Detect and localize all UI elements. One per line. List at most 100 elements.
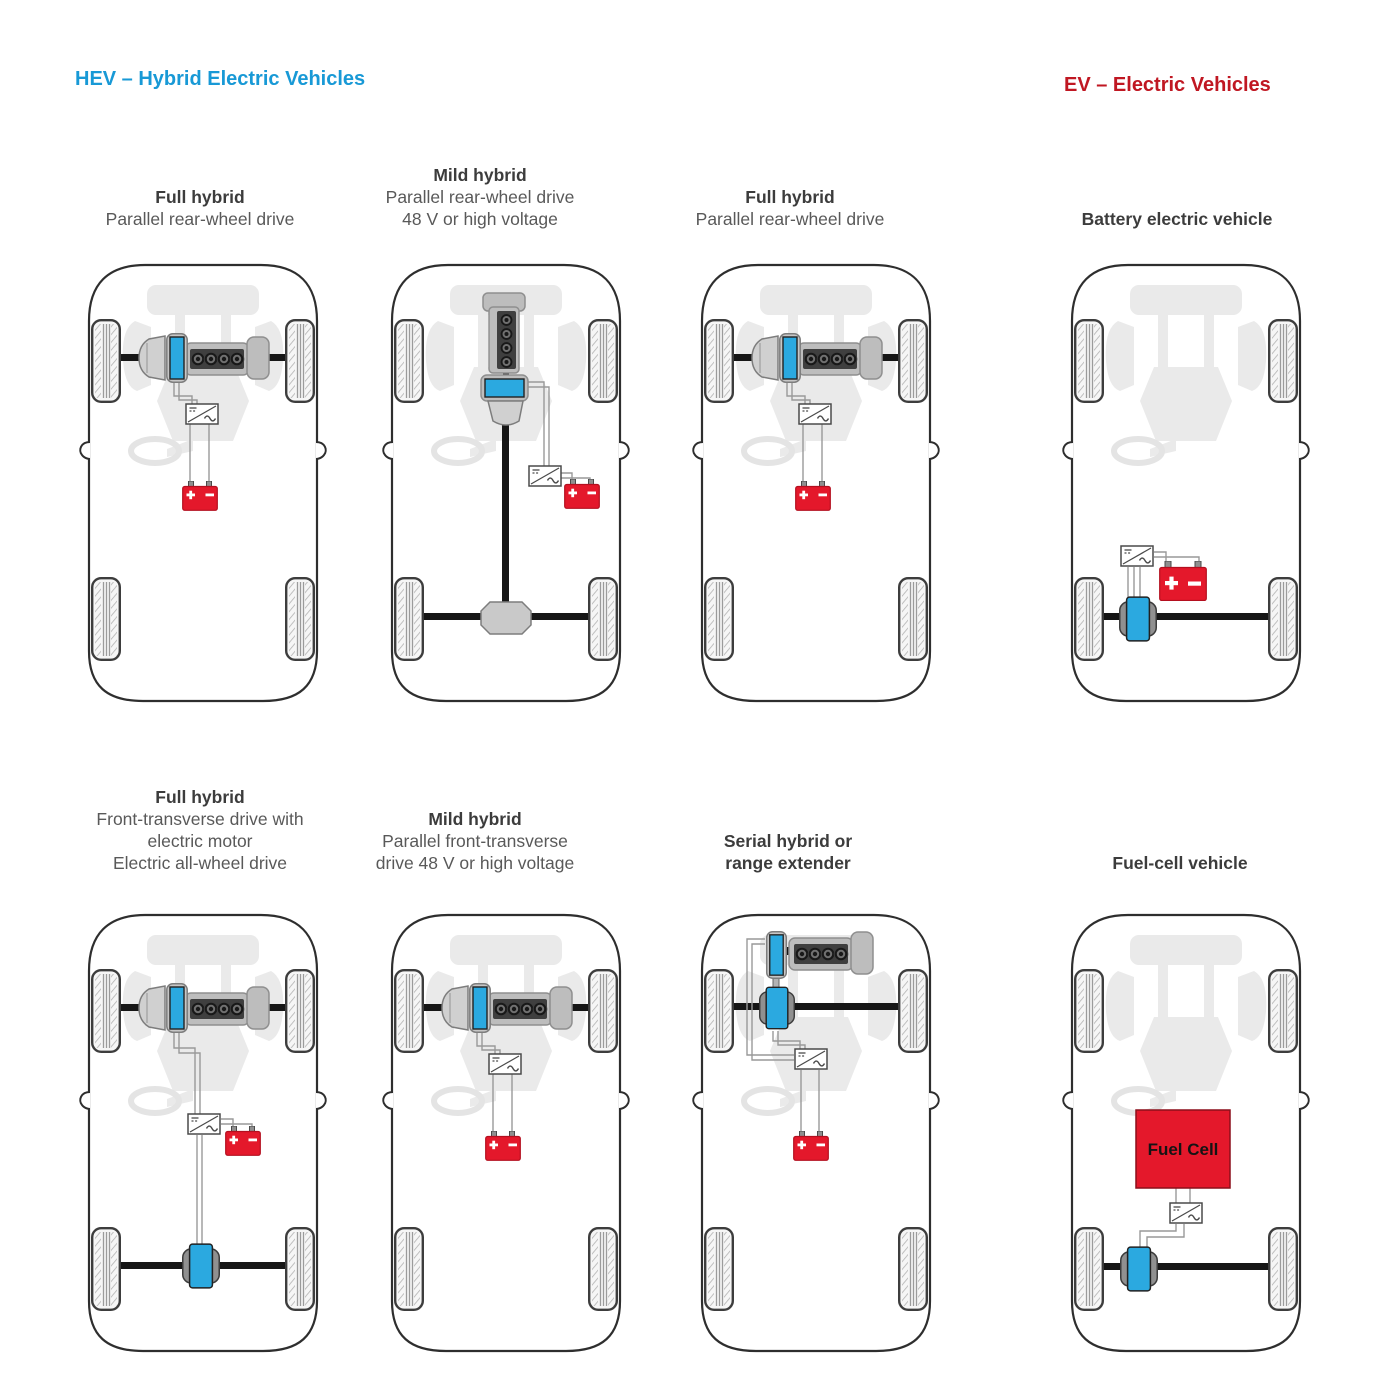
power-cable bbox=[1139, 1224, 1177, 1247]
car-diagram-full-hybrid-awd bbox=[79, 913, 327, 1353]
vehicle-label-mild-hybrid-2: Mild hybrid Parallel front-transverse dr… bbox=[325, 772, 625, 874]
power-cable bbox=[791, 379, 811, 405]
car-diagram-full-hybrid-1 bbox=[79, 263, 327, 703]
driveshaft bbox=[502, 423, 509, 605]
inverter-icon bbox=[488, 1053, 522, 1075]
transmission-icon bbox=[487, 400, 524, 426]
power-cable bbox=[178, 1029, 201, 1114]
vehicle-title: Full hybrid bbox=[155, 187, 245, 207]
power-cable bbox=[221, 1118, 234, 1128]
front-axle bbox=[732, 1003, 900, 1010]
wheel-icon bbox=[588, 577, 618, 661]
inverter-icon bbox=[1169, 1202, 1203, 1224]
wheel-icon bbox=[285, 319, 315, 403]
power-cable bbox=[777, 1031, 806, 1049]
vehicle-title: Battery electric vehicle bbox=[1081, 209, 1273, 229]
inverter-icon bbox=[794, 1048, 828, 1070]
power-cable bbox=[528, 381, 545, 468]
car-diagram-bev bbox=[1062, 263, 1310, 703]
electric-motor-icon bbox=[480, 374, 529, 402]
axle-shaft bbox=[570, 1004, 590, 1011]
rear-axle bbox=[1102, 1263, 1270, 1270]
vehicle-subtitle: Parallel rear-wheel drive bbox=[385, 187, 575, 207]
axle-shaft bbox=[119, 1004, 140, 1011]
wheel-icon bbox=[91, 577, 121, 661]
car-diagram-mild-hybrid-2 bbox=[382, 913, 630, 1353]
engine-icon bbox=[482, 292, 526, 374]
hev-section-title: HEV – Hybrid Electric Vehicles bbox=[75, 68, 366, 90]
inverter-icon bbox=[798, 403, 832, 425]
wheel-icon bbox=[91, 319, 121, 403]
vehicle-label-mild-hybrid-1: Mild hybrid Parallel rear-wheel drive 48… bbox=[330, 138, 630, 230]
vehicle-subtitle: drive 48 V or high voltage bbox=[375, 853, 575, 873]
ev-section-title: EV – Electric Vehicles bbox=[1064, 74, 1271, 96]
wheel-icon bbox=[394, 1227, 424, 1311]
power-cable bbox=[528, 386, 550, 468]
fuel-cell-box: Fuel Cell bbox=[1135, 1109, 1231, 1189]
vehicle-subtitle: Parallel rear-wheel drive bbox=[695, 209, 885, 229]
vehicle-label-bev: Battery electric vehicle bbox=[1027, 138, 1327, 230]
wheel-icon bbox=[1268, 319, 1298, 403]
vehicle-subtitle: Parallel rear-wheel drive bbox=[105, 209, 295, 229]
rear-axle bbox=[1102, 613, 1270, 620]
engine-icon bbox=[788, 931, 874, 975]
axle-shaft bbox=[880, 354, 900, 361]
wheel-icon bbox=[704, 577, 734, 661]
axle-shaft bbox=[732, 354, 753, 361]
electric-motor-icon bbox=[1120, 1246, 1158, 1292]
wheel-icon bbox=[898, 577, 928, 661]
wheel-icon bbox=[588, 319, 618, 403]
wheel-icon bbox=[285, 1227, 315, 1311]
vehicle-title: Full hybrid bbox=[745, 187, 835, 207]
rear-electric-motor-icon bbox=[182, 1243, 220, 1289]
wheel-icon bbox=[1074, 969, 1104, 1053]
wheel-icon bbox=[91, 1227, 121, 1311]
generator-icon bbox=[765, 931, 788, 979]
wheel-icon bbox=[898, 319, 928, 403]
vehicle-subtitle: electric motor bbox=[147, 831, 253, 851]
vehicle-subtitle: 48 V or high voltage bbox=[402, 209, 558, 229]
inverter-icon bbox=[528, 465, 562, 487]
wheel-icon bbox=[588, 969, 618, 1053]
vehicle-title: Fuel-cell vehicle bbox=[1112, 853, 1248, 873]
vehicle-subtitle: Front-transverse drive with bbox=[96, 809, 304, 829]
wheel-icon bbox=[285, 577, 315, 661]
electric-motor-icon bbox=[759, 986, 795, 1030]
wheel-icon bbox=[1074, 1227, 1104, 1311]
power-cable bbox=[173, 1029, 196, 1114]
battery-icon bbox=[1159, 561, 1207, 601]
vehicle-label-serial-hybrid: Serial hybrid or range extender bbox=[638, 772, 938, 874]
vehicle-subtitle: Parallel front-transverse bbox=[382, 831, 568, 851]
car-diagram-serial-hybrid bbox=[692, 913, 940, 1353]
power-cable bbox=[1146, 1224, 1185, 1247]
car-diagram-mild-hybrid-1 bbox=[382, 263, 630, 703]
wheel-icon bbox=[1268, 969, 1298, 1053]
wheel-icon bbox=[898, 1227, 928, 1311]
vehicle-title: Full hybrid bbox=[155, 787, 245, 807]
power-cable bbox=[178, 379, 198, 405]
electric-motor-icon bbox=[1119, 596, 1157, 642]
vehicle-title: range extender bbox=[725, 853, 851, 873]
vehicle-label-full-hybrid-2: Full hybrid Parallel rear-wheel drive bbox=[640, 138, 940, 230]
fuel-cell-label: Fuel Cell bbox=[1148, 1140, 1219, 1159]
vehicle-title: Mild hybrid bbox=[428, 809, 522, 829]
inverter-icon bbox=[187, 1113, 221, 1135]
axle-shaft bbox=[119, 354, 140, 361]
wheel-icon bbox=[704, 969, 734, 1053]
wheel-icon bbox=[91, 969, 121, 1053]
vehicle-title: Serial hybrid or bbox=[723, 831, 853, 851]
axle-shaft bbox=[267, 354, 287, 361]
power-cable bbox=[751, 943, 794, 1061]
axle-shaft bbox=[267, 1004, 287, 1011]
wheel-icon bbox=[704, 319, 734, 403]
wheel-icon bbox=[394, 577, 424, 661]
differential-icon bbox=[480, 601, 532, 635]
car-diagram-fuel-cell: Fuel Cell bbox=[1062, 913, 1310, 1353]
power-cable bbox=[746, 938, 794, 1056]
wheel-icon bbox=[1074, 319, 1104, 403]
vehicle-label-full-hybrid-1: Full hybrid Parallel rear-wheel drive bbox=[50, 138, 350, 230]
wheel-icon bbox=[898, 969, 928, 1053]
axle-shaft bbox=[422, 1004, 443, 1011]
inverter-icon bbox=[1120, 545, 1154, 567]
power-cable bbox=[481, 1029, 501, 1055]
